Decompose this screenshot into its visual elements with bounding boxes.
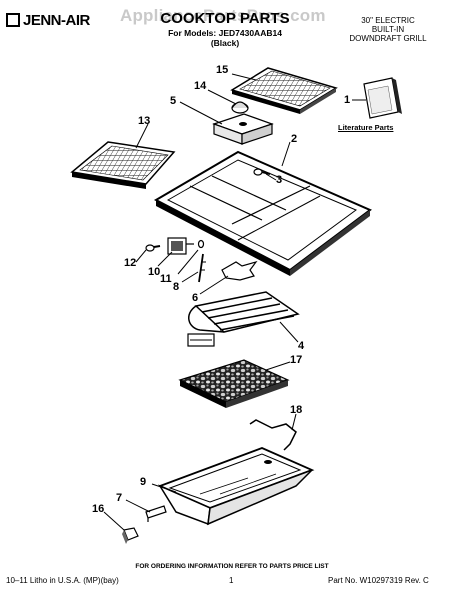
part-7-bracket (145, 505, 167, 522)
footer-part-number: Part No. W10297319 Rev. C (328, 576, 429, 585)
part-3-screw (253, 168, 271, 176)
watermark: AppliancePartsPros.com (120, 6, 326, 25)
brand-name: JENN-AIR (23, 12, 90, 29)
part-9-pan (157, 447, 315, 526)
callout-8: 8 (173, 281, 180, 293)
part-8-rod (198, 253, 206, 283)
part-2-frame (153, 150, 372, 276)
product-line-1: 30" ELECTRIC (361, 16, 415, 25)
part-10-switch (167, 237, 194, 255)
logo-icon (6, 13, 20, 27)
product-line-3: DOWNDRAFT GRILL (349, 34, 427, 43)
part-1-literature (363, 77, 402, 119)
callout-6: 6 (192, 292, 199, 304)
footer-litho: 10–11 Litho in U.S.A. (MP)(bay) (6, 576, 119, 585)
part-18-wire (249, 419, 297, 451)
callout-14: 14 (194, 80, 207, 92)
callout-13: 13 (138, 115, 151, 127)
part-4-element (187, 291, 300, 347)
part-11-clip (197, 239, 205, 249)
model-line: For Models: JED7430AAB14 (168, 28, 282, 38)
callout-15: 15 (216, 64, 229, 76)
part-17-rocks (178, 359, 290, 408)
callout-17: 17 (290, 354, 303, 366)
page-title: COOKTOP PARTS (160, 10, 290, 27)
product-description: 30" ELECTRIC BUILT-IN DOWNDRAFT GRILL (318, 16, 458, 43)
callout-12: 12 (124, 257, 137, 269)
literature-parts-label: Literature Parts (338, 123, 394, 132)
part-16-foot (122, 527, 139, 544)
callout-18: 18 (290, 404, 303, 416)
callout-3: 3 (276, 174, 283, 186)
part-12-screw (145, 244, 161, 252)
callout-9: 9 (140, 476, 147, 488)
callout-5: 5 (170, 95, 177, 107)
part-15-grille (230, 67, 338, 114)
model-info: For Models: JED7430AAB14 (Black) (150, 28, 300, 48)
callout-2: 2 (291, 133, 298, 145)
ordering-note: FOR ORDERING INFORMATION REFER TO PARTS … (135, 563, 329, 570)
product-line-2: BUILT-IN (371, 25, 405, 34)
color-line: (Black) (210, 38, 240, 48)
brand-logo: JENN-AIR (6, 12, 90, 29)
callout-11: 11 (160, 273, 172, 285)
page-number: 1 (229, 576, 234, 585)
part-5-support (212, 113, 274, 145)
callout-7: 7 (116, 492, 123, 504)
callout-16: 16 (92, 503, 105, 515)
leader-lines (103, 73, 366, 531)
callout-4: 4 (298, 340, 305, 352)
part-6-cover (221, 260, 258, 281)
callout-1: 1 (344, 94, 351, 106)
callout-10: 10 (148, 266, 161, 278)
part-13-grate (70, 141, 176, 189)
